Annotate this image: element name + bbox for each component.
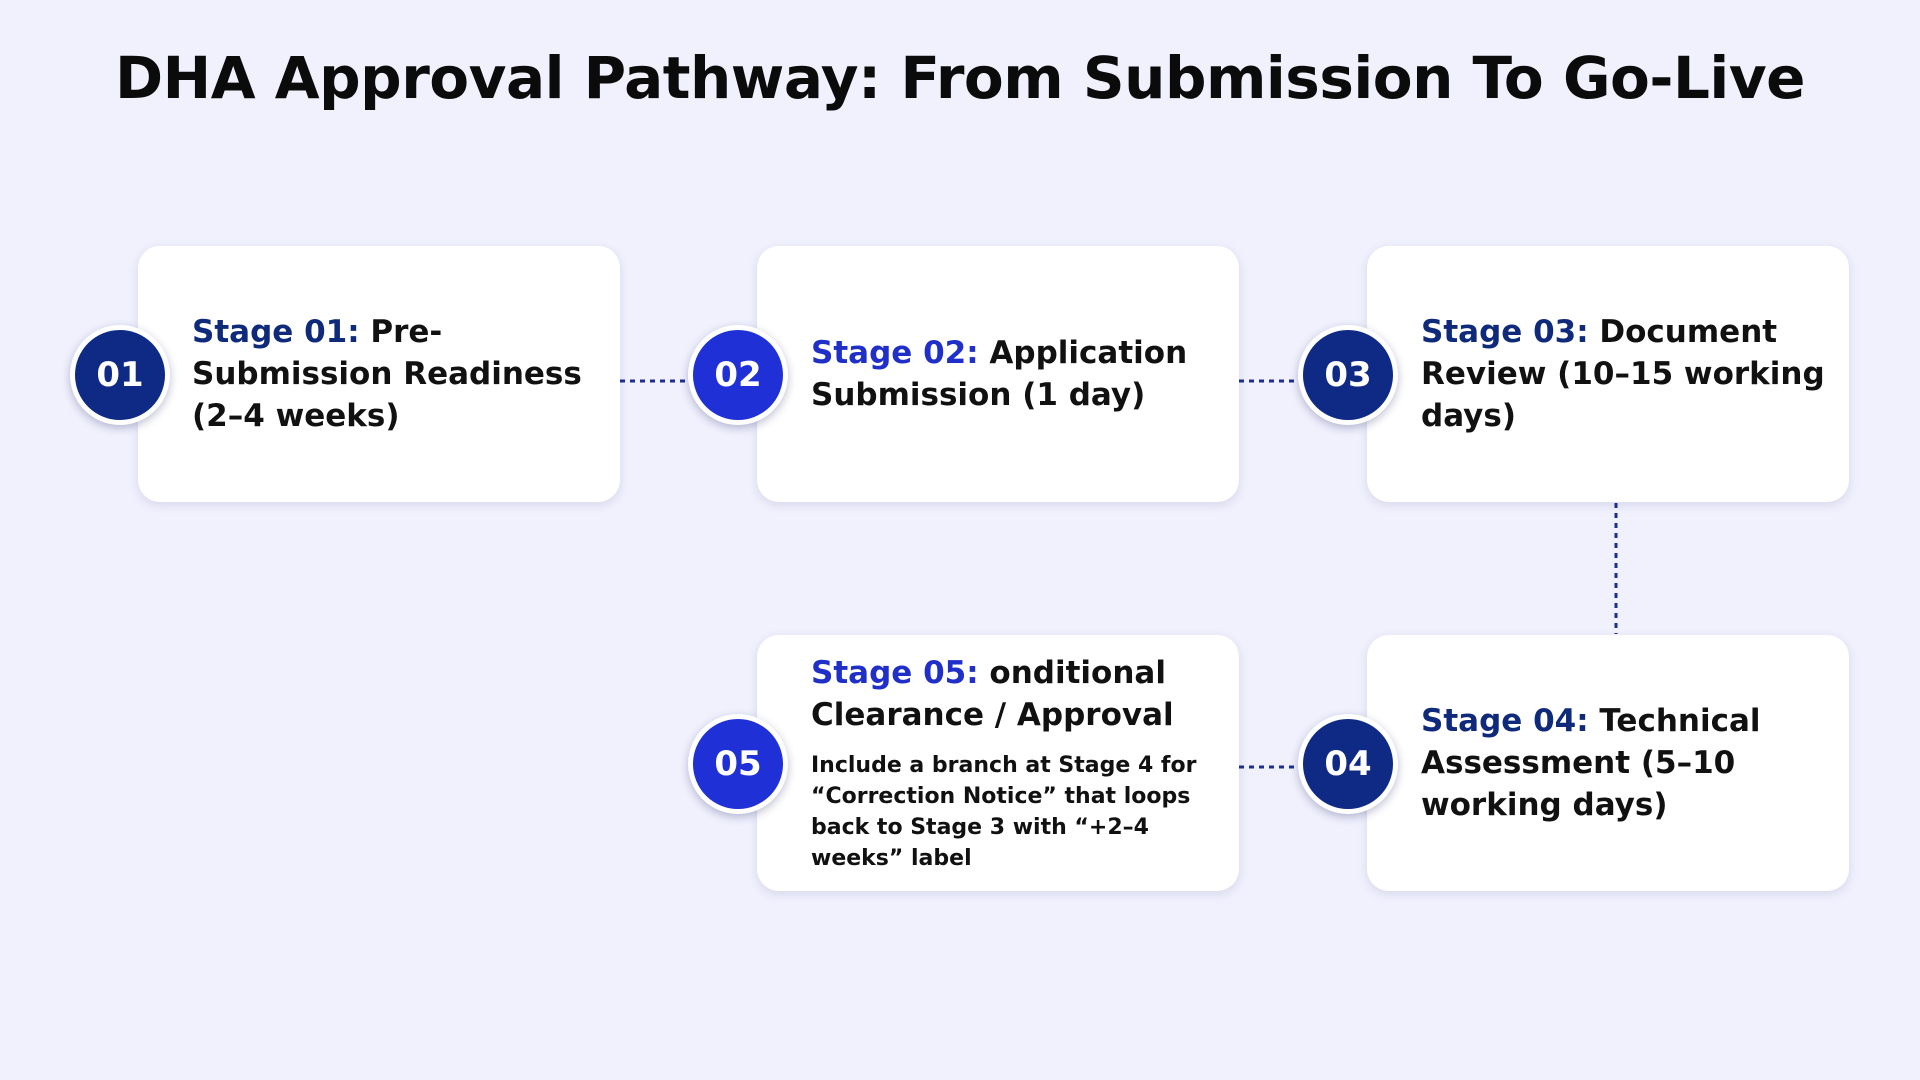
stage-description: Document Review (10–15 working days) [1421, 314, 1825, 434]
stage-card-03: Stage 03: Document Review (10–15 working… [1367, 246, 1849, 502]
stage-note: Include a branch at Stage 4 for “Correct… [811, 753, 1197, 871]
stage-label: Stage 03: [1421, 314, 1589, 350]
stage-card-body: Stage 02: Application Submission (1 day) [811, 246, 1223, 502]
stage-description: Pre-Submission Readiness (2–4 weeks) [192, 314, 582, 434]
stage-label: Stage 04: [1421, 703, 1589, 739]
stage-card-body: Stage 05: onditional Clearance / Approva… [811, 635, 1223, 891]
stage-card-02: Stage 02: Application Submission (1 day) [757, 246, 1239, 502]
stage-heading: Stage 04: Technical Assessment (5–10 wor… [1421, 700, 1833, 826]
stage-label: Stage 05: [811, 655, 979, 691]
stage-card-body: Stage 03: Document Review (10–15 working… [1421, 246, 1833, 502]
stage-card-body: Stage 01: Pre-Submission Readiness (2–4 … [192, 246, 604, 502]
stage-badge-04: 04 [1298, 714, 1398, 814]
stage-description: Application Submission (1 day) [811, 335, 1188, 413]
stage-description: onditional Clearance / Approval [811, 655, 1174, 733]
stage-heading: Stage 05: onditional Clearance / Approva… [811, 652, 1223, 736]
stage-label: Stage 01: [192, 314, 360, 350]
stage-badge-03: 03 [1298, 325, 1398, 425]
stage-card-body: Stage 04: Technical Assessment (5–10 wor… [1421, 635, 1833, 891]
stage-card-01: Stage 01: Pre-Submission Readiness (2–4 … [138, 246, 620, 502]
stage-badge-02: 02 [688, 325, 788, 425]
stage-badge-05: 05 [688, 714, 788, 814]
stage-label: Stage 02: [811, 335, 979, 371]
stage-heading: Stage 01: Pre-Submission Readiness (2–4 … [192, 311, 604, 437]
stage-heading: Stage 03: Document Review (10–15 working… [1421, 311, 1833, 437]
page-title: DHA Approval Pathway: From Submission To… [115, 44, 1805, 112]
stage-badge-01: 01 [70, 325, 170, 425]
stage-heading: Stage 02: Application Submission (1 day) [811, 332, 1223, 416]
stage-card-04: Stage 04: Technical Assessment (5–10 wor… [1367, 635, 1849, 891]
stage-description: Technical Assessment (5–10 working days) [1421, 703, 1761, 823]
stage-card-05: Stage 05: onditional Clearance / Approva… [757, 635, 1239, 891]
